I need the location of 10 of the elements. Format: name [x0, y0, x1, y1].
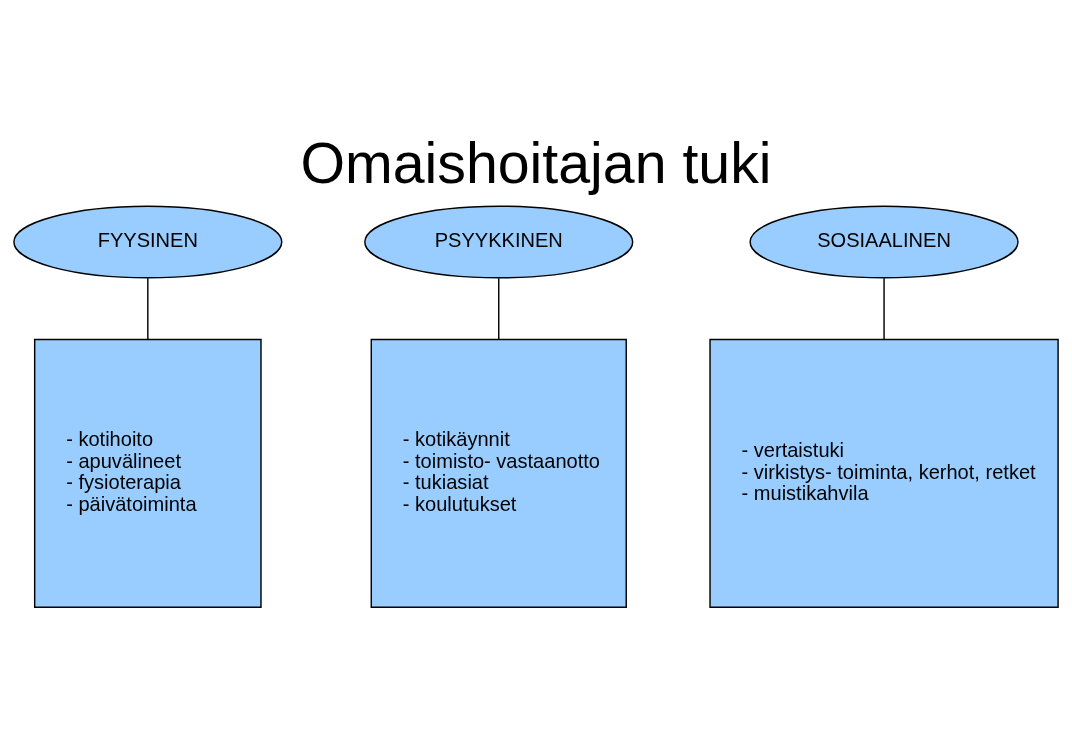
node-box: - kotihoito - apuvälineet - fysioterapia - päivätoiminta: [33, 338, 262, 608]
node-ellipse: FYYSINEN: [13, 205, 283, 279]
node-box: - kotikäynnit - toimisto- vastaanotto - tukiasiat - koulutukset: [370, 338, 627, 608]
node-ellipse: PSYYKKINEN: [364, 205, 634, 279]
connector: [883, 276, 885, 340]
node-ellipse: SOSIAALINEN: [749, 205, 1019, 279]
diagram-title: Omaishoitajan tuki: [300, 130, 772, 195]
connector: [147, 276, 149, 340]
connector: [498, 276, 500, 340]
node-box: - vertaistuki - virkistys- toiminta, kerhot, retket - muistikahvila: [709, 338, 1059, 608]
